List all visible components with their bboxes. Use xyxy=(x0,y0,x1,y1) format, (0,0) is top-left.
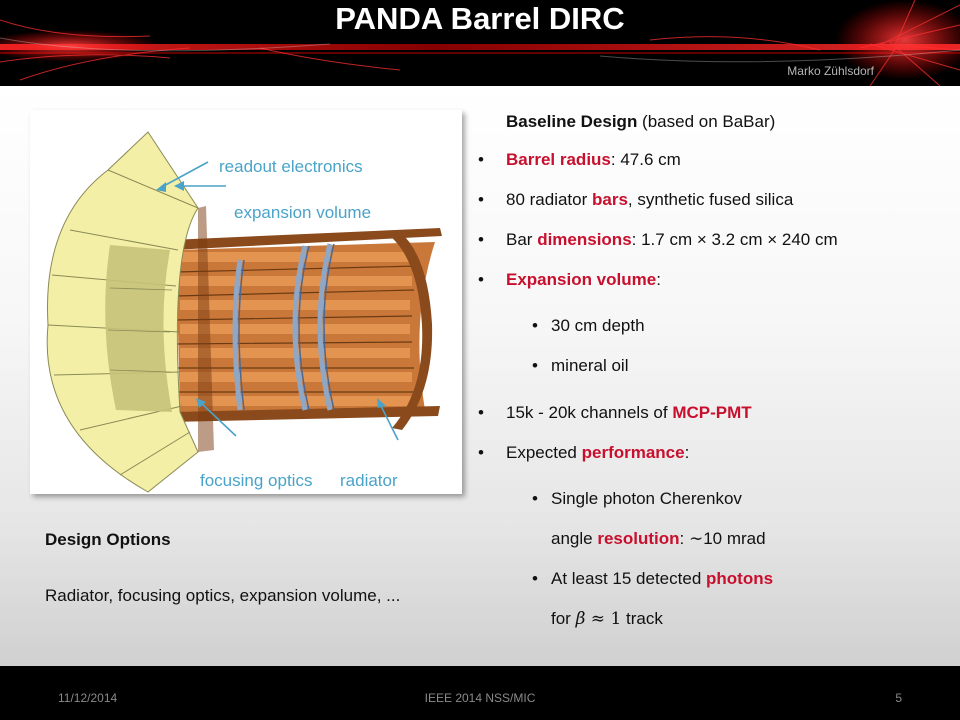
detector-figure: readout electronics expansion volume foc… xyxy=(30,110,462,494)
list-item: Expansion volume: 30 cm depth mineral oi… xyxy=(478,266,948,386)
list-item: Bar dimensions: 1.7 cm × 3.2 cm × 240 cm xyxy=(478,226,948,253)
design-options-text: Radiator, focusing optics, expansion vol… xyxy=(45,586,401,605)
list-item: 30 cm depth xyxy=(506,306,948,346)
baseline-heading: Baseline Design (based on BaBar) xyxy=(506,112,776,131)
radiator-label: radiator xyxy=(340,471,398,490)
baseline-list: Barrel radius: 47.6 cm 80 radiator bars,… xyxy=(478,146,948,639)
baseline-design-column: Baseline Design (based on BaBar) Barrel … xyxy=(478,108,948,652)
particle-tracks-graphic xyxy=(0,0,960,86)
footer-band: 11/12/2014 IEEE 2014 NSS/MIC 5 xyxy=(0,666,960,720)
list-item: 15k - 20k channels of MCP-PMT xyxy=(478,399,948,426)
list-item: Expected performance: Single photon Cher… xyxy=(478,439,948,639)
barrel-dirc-drawing xyxy=(46,131,442,493)
readout-electronics-label: readout electronics xyxy=(219,157,363,176)
footer-date: 11/12/2014 xyxy=(58,691,118,705)
list-item: 80 radiator bars, synthetic fused silica xyxy=(478,186,948,213)
focusing-optics-label: focusing optics xyxy=(200,471,313,490)
design-options-heading: Design Options xyxy=(45,530,171,549)
page-number: 5 xyxy=(895,691,902,705)
sublist: 30 cm depth mineral oil xyxy=(506,306,948,386)
header-band: PANDA Barrel DIRC Marko Zühlsdorf xyxy=(0,0,960,86)
slide-content: readout electronics expansion volume foc… xyxy=(0,86,960,666)
footer-conference: IEEE 2014 NSS/MIC xyxy=(424,691,536,705)
list-item: mineral oil xyxy=(506,346,948,386)
list-item: Barrel radius: 47.6 cm xyxy=(478,146,948,173)
slide-title: PANDA Barrel DIRC xyxy=(335,1,625,36)
author-name: Marko Zühlsdorf xyxy=(787,64,874,78)
expansion-volume-label: expansion volume xyxy=(234,203,372,222)
